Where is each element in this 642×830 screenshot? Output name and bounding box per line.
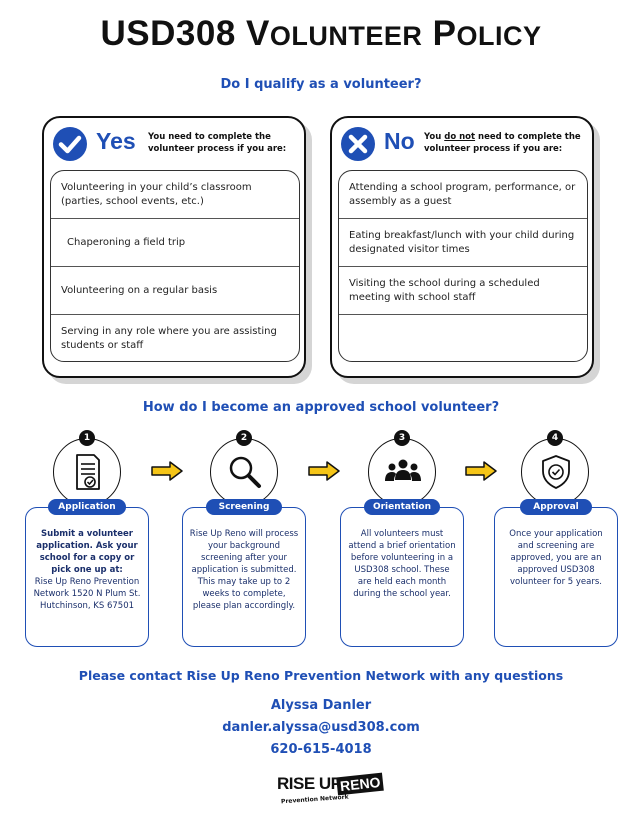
list-item: Serving in any role where you are assist… [61, 326, 277, 351]
shield-check-icon [542, 455, 570, 489]
qualify-question: Do I qualify as a volunteer? [220, 77, 422, 92]
arrow-right-icon [465, 461, 497, 481]
step-2-text: Rise Up Reno will process your backgroun… [189, 529, 299, 611]
no-list: Attending a school program, performance,… [338, 170, 588, 362]
yes-card: Yes You need to complete the volunteer p… [42, 116, 306, 378]
step-1-label: Application [48, 499, 126, 515]
contact-line: Please contact Rise Up Reno Prevention N… [78, 668, 564, 683]
step-4-label: Approval [520, 499, 592, 515]
approval-question: How do I become an approved school volun… [142, 400, 500, 415]
check-circle-icon [53, 127, 87, 161]
step-3-label: Orientation [364, 499, 440, 515]
arrow-right-icon [308, 461, 340, 481]
step-4-text: Once your application and screening are … [509, 529, 603, 587]
rise-up-reno-logo: RISE UP RENO Prevention Network [277, 772, 385, 812]
step-2-circle [210, 438, 278, 506]
step-4-number: 4 [547, 430, 563, 446]
step-2-label: Screening [206, 499, 282, 515]
arrow-right-icon [151, 461, 183, 481]
no-card: No You do not need to complete the volun… [330, 116, 594, 378]
x-circle-icon [341, 127, 375, 161]
step-2-number: 2 [236, 430, 252, 446]
step-4-description: Once your application and screening are … [494, 507, 618, 647]
contact-name: Alyssa Danler [270, 698, 372, 713]
step-3-description: All volunteers must attend a brief orien… [340, 507, 464, 647]
list-item: Attending a school program, performance,… [339, 171, 587, 219]
yes-header-text: You need to complete the volunteer proce… [148, 132, 287, 154]
step-3-circle [368, 438, 436, 506]
step-1-description: Submit a volunteer application. Ask your… [25, 507, 149, 647]
document-check-icon [76, 454, 100, 490]
no-header-text: You do not need to complete the voluntee… [424, 132, 581, 154]
list-item: Volunteering in your child’s classroom (… [51, 171, 299, 219]
step-4-circle [521, 438, 589, 506]
yes-word: Yes [96, 128, 136, 154]
list-item: Visiting the school during a scheduled m… [339, 267, 587, 315]
list-item: Volunteering on a regular basis [51, 267, 299, 315]
no-word: No [384, 128, 415, 154]
group-icon [385, 459, 421, 481]
step-1-bold-text: Submit a volunteer application. Ask your… [36, 529, 138, 575]
page-title: USD308 VOLUNTEER POLICY [100, 14, 542, 53]
step-1-address: Rise Up Reno Prevention Network 1520 N P… [33, 577, 141, 611]
step-1-circle [53, 438, 121, 506]
step-3-text: All volunteers must attend a brief orien… [348, 529, 456, 599]
step-2-description: Rise Up Reno will process your backgroun… [182, 507, 306, 647]
list-item: Eating breakfast/lunch with your child d… [339, 219, 587, 267]
list-item [339, 315, 587, 361]
magnifier-icon [229, 456, 261, 488]
yes-list: Volunteering in your child’s classroom (… [50, 170, 300, 362]
contact-phone[interactable]: 620-615-4018 [270, 742, 372, 757]
contact-email[interactable]: danler.alyssa@usd308.com [222, 720, 420, 735]
step-1-number: 1 [79, 430, 95, 446]
step-3-number: 3 [394, 430, 410, 446]
list-item: Chaperoning a field trip [51, 219, 299, 267]
